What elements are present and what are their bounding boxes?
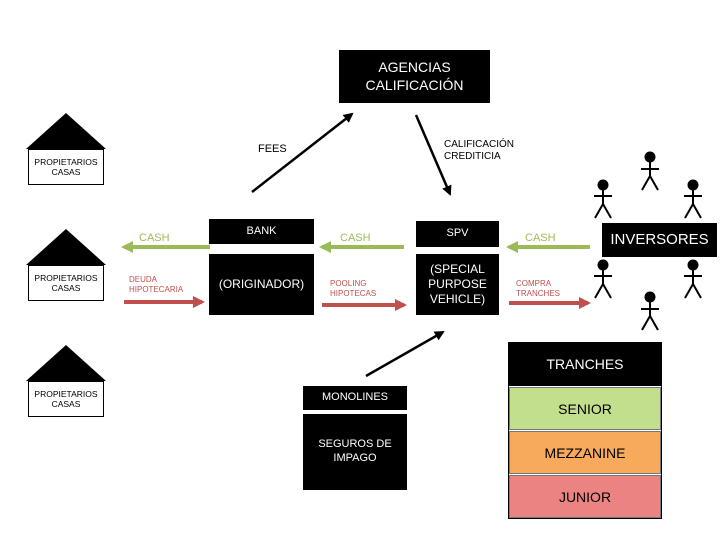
spv-title: SPV xyxy=(416,221,499,247)
investor-icon xyxy=(684,259,702,299)
monolines-title: MONOLINES xyxy=(303,386,407,410)
spv-body: (SPECIAL PURPOSE VEHICLE) xyxy=(416,254,499,315)
tranches-title: TRANCHES xyxy=(509,343,661,386)
tranche-junior: JUNIOR xyxy=(509,475,661,518)
investor-icon xyxy=(641,151,659,191)
house-2: PROPIETARIOS CASAS xyxy=(26,229,106,303)
fees-label: FEES xyxy=(258,143,287,155)
house-label: PROPIETARIOS CASAS xyxy=(28,265,104,301)
tranches-frame xyxy=(508,342,662,519)
investor-icon xyxy=(641,291,659,331)
bank-body: (ORIGINADOR) xyxy=(209,254,314,315)
house-roof-icon xyxy=(26,229,106,265)
monolines-arrow xyxy=(365,330,445,378)
bank-title: BANK xyxy=(209,219,314,244)
calificacion-arrow xyxy=(414,114,452,196)
house-3: PROPIETARIOS CASAS xyxy=(26,345,106,419)
investor-icon xyxy=(594,259,612,299)
fees-arrow xyxy=(251,112,354,193)
house-label: PROPIETARIOS CASAS xyxy=(28,149,104,185)
pooling-label: POOLING HIPOTECAS xyxy=(330,279,377,298)
investor-icon xyxy=(594,179,612,219)
investor-icon xyxy=(684,179,702,219)
house-label: PROPIETARIOS CASAS xyxy=(28,381,104,417)
cash-label-left: CASH xyxy=(139,232,170,244)
tranche-mezzanine: MEZZANINE xyxy=(509,431,661,474)
compra-label: COMPRA TRANCHES xyxy=(516,279,561,298)
house-1: PROPIETARIOS CASAS xyxy=(26,113,106,187)
agencias-box: AGENCIAS CALIFICACIÓN xyxy=(339,50,490,103)
cash-label-right: CASH xyxy=(525,232,556,244)
house-roof-icon xyxy=(26,113,106,149)
cash-label-mid: CASH xyxy=(340,232,371,244)
monolines-body: SEGUROS DE IMPAGO xyxy=(303,414,407,490)
house-roof-icon xyxy=(26,345,106,381)
inversores-box: INVERSORES xyxy=(602,223,717,257)
tranche-senior: SENIOR xyxy=(509,387,661,430)
calificacion-label: CALIFICACIÓN CREDITICIA xyxy=(444,139,515,162)
deuda-label: DEUDA HIPOTECARIA xyxy=(129,275,184,294)
